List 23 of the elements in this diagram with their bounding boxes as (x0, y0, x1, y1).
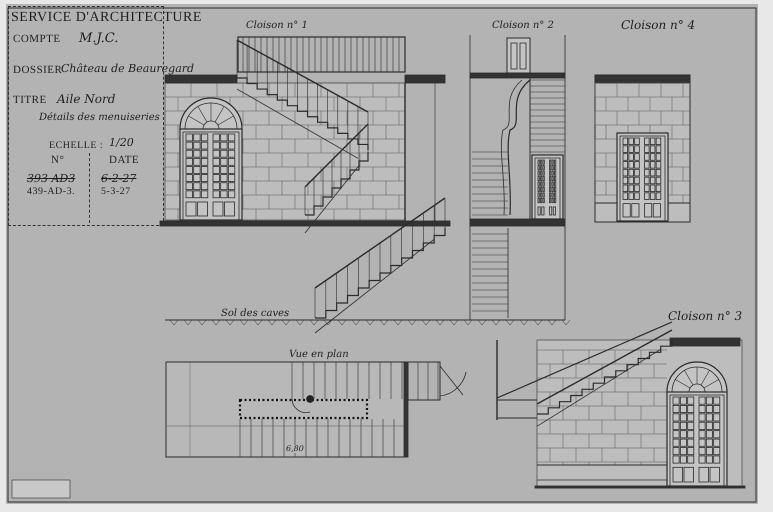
title-block-heading: SERVICE D'ARCHITECTURE (11, 11, 202, 25)
field-value: N° (51, 155, 64, 166)
field-value: 6-2-27 (101, 173, 136, 184)
field-value: Aile Nord (57, 93, 116, 105)
field-value: ECHELLE : (49, 141, 104, 151)
dimension-label: 6,80 (286, 445, 304, 453)
view-title: Sol des caves (221, 309, 290, 319)
field-label: DOSSIER (13, 65, 62, 76)
field-value: Détails des menuiseries (39, 113, 160, 123)
field-value: Château de Beauregard (61, 63, 194, 74)
view-title: Vue en plan (289, 350, 349, 360)
field-value: M.J.C. (79, 32, 118, 45)
field-label: DATE (109, 155, 140, 166)
field-label: 5-3-27 (101, 187, 131, 197)
view-title: Cloison n° 3 (668, 310, 742, 322)
view-title: Cloison n° 4 (621, 19, 696, 31)
field-label: 439-AD-3. (27, 187, 76, 197)
field-label: COMPTE (13, 34, 61, 45)
view-title: Cloison n° 2 (492, 21, 554, 31)
field-label: TITRE (13, 95, 47, 106)
view-title: Cloison n° 1 (246, 21, 308, 31)
field-value: 1/20 (109, 137, 134, 148)
field-value: 393 AD3 (27, 173, 76, 184)
